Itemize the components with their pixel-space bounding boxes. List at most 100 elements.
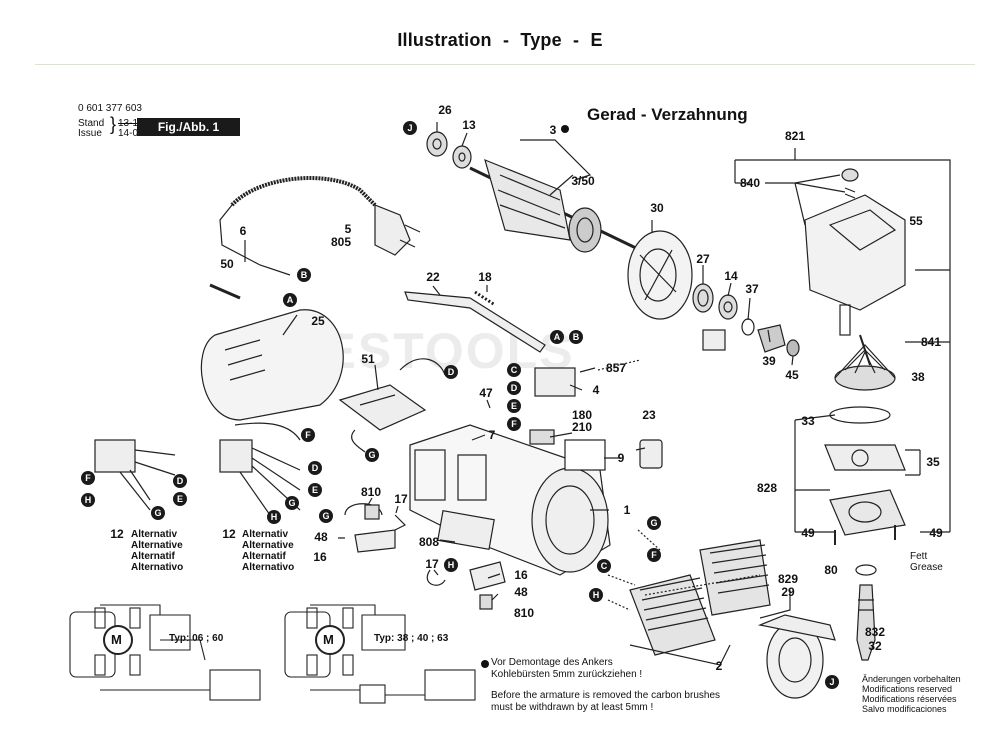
- label-12b: 12: [222, 527, 236, 541]
- bullet-3: [561, 125, 569, 133]
- label-17b: 17: [425, 557, 439, 571]
- plate-35-shape: [824, 444, 906, 471]
- issue-label: Issue: [78, 128, 102, 139]
- holder-16-shape: [354, 529, 396, 553]
- alt-es-b: Alternativo: [242, 562, 295, 573]
- callout-j-guard: J: [825, 675, 839, 689]
- note-german: Vor Demontage des Ankers Kohlebürsten 5m…: [491, 657, 642, 681]
- label-48a: 48: [314, 530, 328, 544]
- field-25-shape: [200, 309, 344, 421]
- callout-h-coil: H: [589, 588, 603, 602]
- pinion-39-shape: [757, 324, 786, 353]
- callout-g-wire: G: [365, 448, 379, 462]
- callout-f-holder: F: [507, 417, 521, 431]
- callout-b-switch: B: [569, 330, 583, 344]
- part-180-shape: [529, 429, 555, 445]
- callout-a-cable: A: [283, 293, 297, 307]
- module-12b-shape: [219, 439, 253, 473]
- label-1: 1: [623, 503, 631, 517]
- header-divider: [35, 64, 975, 65]
- flange-828-shape: [829, 489, 906, 536]
- callout-d-holder: D: [507, 381, 521, 395]
- header-sep1: -: [502, 30, 510, 50]
- label-39: 39: [762, 354, 776, 368]
- callout-b-cable: B: [297, 268, 311, 282]
- label-55: 55: [909, 214, 923, 228]
- note-en-line1: Before the armature is removed the carbo…: [491, 690, 721, 701]
- guard-29-shape: [757, 614, 836, 699]
- callout-a-switch: A: [550, 330, 564, 344]
- alt-en-b: Alternative: [242, 540, 294, 551]
- motor-housing-1-shape: [409, 424, 611, 576]
- callout-f-coil: F: [647, 548, 661, 562]
- label-857: 857: [605, 361, 627, 375]
- label-6: 6: [239, 224, 247, 238]
- alternatives-a: Alternativ Alternative Alternatif Altern…: [131, 529, 183, 573]
- label-810a: 810: [360, 485, 382, 499]
- label-3-50: 3/50: [571, 174, 595, 188]
- part-number: 0 601 377 603: [78, 103, 142, 114]
- header-sep2: -: [573, 30, 580, 50]
- spring-17-shape: [394, 514, 407, 531]
- switch-51-shape: [338, 384, 427, 431]
- label-29: 29: [781, 585, 795, 599]
- label-3: 3: [549, 123, 557, 137]
- rights-fr: Modifications réservées: [862, 694, 957, 704]
- label-50: 50: [220, 257, 234, 271]
- alt-es-a: Alternativo: [131, 562, 184, 573]
- callout-d-mod1: D: [173, 474, 187, 488]
- typ-left: Typ: 06 ; 60: [169, 633, 224, 644]
- header-type-value: E: [590, 30, 603, 50]
- label-37: 37: [745, 282, 759, 296]
- label-49a: 49: [801, 526, 815, 540]
- brace: }: [110, 114, 117, 134]
- label-18: 18: [478, 270, 492, 284]
- label-80: 80: [824, 563, 838, 577]
- callout-h-mod1: H: [81, 493, 95, 507]
- label-210: 210: [571, 420, 593, 434]
- label-16a: 16: [313, 550, 327, 564]
- plate-808-shape: [437, 510, 495, 550]
- armature-shape: [469, 158, 641, 253]
- grease-en: Grease: [910, 562, 943, 573]
- label-25: 25: [311, 314, 325, 328]
- figure-label: Fig./Abb. 1: [137, 118, 240, 136]
- label-7: 7: [488, 428, 496, 442]
- washer-37-shape: [741, 318, 755, 336]
- callout-g-coil: G: [647, 516, 661, 530]
- callout-g-mod1: G: [151, 506, 165, 520]
- rights-es: Salvo modificaciones: [862, 704, 947, 714]
- typ-right: Typ: 38 ; 40 ; 63: [374, 633, 449, 644]
- label-9: 9: [617, 451, 625, 465]
- callout-f-wire: F: [301, 428, 315, 442]
- label-810b: 810: [513, 606, 535, 620]
- label-4: 4: [592, 383, 600, 397]
- alt-de-a: Alternativ: [131, 529, 178, 540]
- ring-27-shape: [692, 283, 714, 313]
- callout-e-mod1: E: [173, 492, 187, 506]
- bearing-26-shape: [426, 131, 448, 157]
- label-30: 30: [650, 201, 664, 215]
- label-832: 832: [864, 625, 886, 639]
- label-841: 841: [920, 335, 942, 349]
- bearing-14-shape: [718, 294, 738, 320]
- brush-holder-4-shape: [534, 367, 576, 397]
- label-13: 13: [462, 118, 476, 132]
- part-14-box: [702, 329, 726, 351]
- label-828: 828: [756, 481, 778, 495]
- subtitle: Gerad - Verzahnung: [587, 105, 748, 124]
- bearing-13-shape: [452, 145, 472, 169]
- note-bullet: [481, 660, 489, 668]
- stand-label: Stand: [78, 118, 105, 129]
- rights-notice: Änderungen vorbehalten Modifications res…: [862, 674, 961, 714]
- alternatives-b: Alternativ Alternative Alternatif Altern…: [242, 529, 294, 573]
- label-47: 47: [479, 386, 493, 400]
- stand-value: 13-11: [118, 118, 143, 129]
- screw-50-shape: [209, 283, 241, 300]
- alt-fr-b: Alternatif: [242, 551, 286, 562]
- label-12a: 12: [110, 527, 124, 541]
- label-805: 805: [330, 235, 352, 249]
- plug-805-shape: [374, 204, 411, 256]
- label-38: 38: [911, 370, 925, 384]
- label-829: 829: [777, 572, 799, 586]
